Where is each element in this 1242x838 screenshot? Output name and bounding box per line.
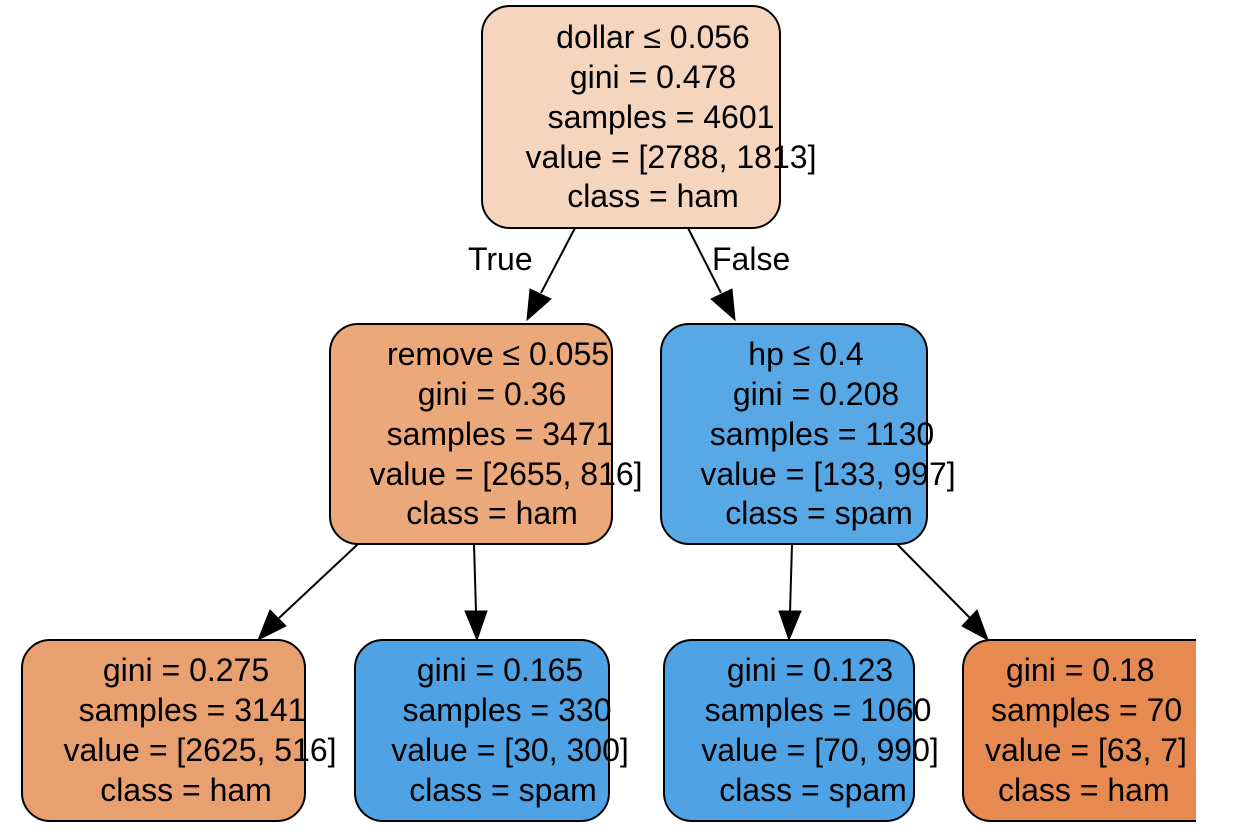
node-leaf-ham-right-gini: gini = 0.18	[1006, 652, 1155, 688]
node-leaf-ham-right: gini = 0.18 samples = 70 value = [63, 7]…	[962, 639, 1196, 822]
edge-remove-leaf-ham-left-arrowhead	[257, 609, 287, 642]
edge-remove-leaf-ham-left	[278, 543, 359, 619]
node-remove-split: remove ≤ 0.055 gini = 0.36 samples = 347…	[329, 323, 643, 545]
node-leaf-ham-left-samples: samples = 3141	[79, 692, 306, 728]
edge-hp-leaf-spam-right	[789, 543, 793, 613]
edge-hp-leaf-spam-right-arrowhead	[778, 610, 802, 642]
node-hp-split-gini: gini = 0.208	[733, 376, 899, 412]
node-leaf-ham-right-samples: samples = 70	[991, 692, 1182, 728]
node-hp-split-split: hp ≤ 0.4	[748, 336, 863, 372]
node-root: dollar ≤ 0.056 gini = 0.478 samples = 46…	[481, 5, 817, 229]
node-hp-split-value: value = [133, 997]	[700, 456, 955, 492]
node-hp-split-class: class = spam	[725, 495, 913, 531]
node-remove-split-class: class = ham	[406, 495, 578, 531]
node-leaf-ham-right-box	[962, 639, 1196, 822]
node-leaf-spam-right-gini: gini = 0.123	[727, 652, 893, 688]
node-remove-split-gini: gini = 0.36	[418, 376, 567, 412]
edge-label-true: True	[468, 241, 533, 277]
edge-hp-leaf-ham-right-arrowhead	[961, 609, 989, 642]
node-leaf-spam-left-gini: gini = 0.165	[417, 652, 583, 688]
node-leaf-spam-left: gini = 0.165 samples = 330 value = [30, …	[354, 639, 629, 822]
node-root-gini: gini = 0.478	[570, 59, 736, 95]
node-leaf-spam-right-samples: samples = 1060	[705, 692, 932, 728]
edge-root-remove	[540, 227, 576, 294]
node-root-class: class = ham	[567, 178, 739, 214]
node-remove-split-samples: samples = 3471	[387, 416, 614, 452]
node-root-split: dollar ≤ 0.056	[556, 19, 750, 55]
node-leaf-ham-left: gini = 0.275 samples = 3141 value = [262…	[21, 639, 337, 822]
node-leaf-spam-right-box	[663, 639, 915, 822]
edge-root-hp-arrowhead	[710, 288, 736, 322]
node-hp-split-samples: samples = 1130	[710, 416, 934, 452]
node-hp-split: hp ≤ 0.4 gini = 0.208 samples = 1130 val…	[660, 323, 956, 545]
node-remove-split-value: value = [2655, 816]	[369, 456, 642, 492]
node-leaf-ham-left-box	[21, 639, 306, 822]
node-leaf-spam-right: gini = 0.123 samples = 1060 value = [70,…	[663, 639, 939, 822]
node-root-samples: samples = 4601	[548, 99, 775, 135]
node-hp-split-box	[660, 323, 928, 545]
edge-remove-leaf-spam-left-arrowhead	[464, 610, 488, 642]
edge-root-hp	[687, 227, 722, 294]
edge-label-false: False	[712, 241, 790, 277]
tree-nodes: dollar ≤ 0.056 gini = 0.478 samples = 46…	[21, 5, 1196, 822]
node-leaf-spam-right-class: class = spam	[719, 772, 907, 808]
node-leaf-spam-right-value: value = [70, 990]	[701, 732, 939, 768]
edge-root-remove-arrowhead	[526, 288, 552, 322]
node-leaf-ham-right-class: class = ham	[998, 772, 1170, 808]
node-leaf-ham-left-gini: gini = 0.275	[103, 652, 269, 688]
node-leaf-ham-left-class: class = ham	[100, 772, 272, 808]
node-root-box	[481, 5, 781, 229]
node-root-value: value = [2788, 1813]	[526, 139, 817, 175]
node-leaf-ham-right-value: value = [63, 7]	[985, 732, 1187, 768]
node-leaf-ham-left-value: value = [2625, 516]	[63, 732, 336, 768]
node-remove-split-split: remove ≤ 0.055	[387, 336, 609, 372]
node-remove-split-box	[329, 323, 613, 545]
node-leaf-spam-left-value: value = [30, 300]	[391, 732, 629, 768]
node-leaf-spam-left-samples: samples = 330	[402, 692, 611, 728]
node-leaf-spam-left-class: class = spam	[409, 772, 597, 808]
edge-hp-leaf-ham-right	[896, 543, 971, 619]
tree-edges: True False	[257, 227, 989, 642]
edge-remove-leaf-spam-left	[473, 543, 477, 613]
node-leaf-spam-left-box	[354, 639, 610, 822]
